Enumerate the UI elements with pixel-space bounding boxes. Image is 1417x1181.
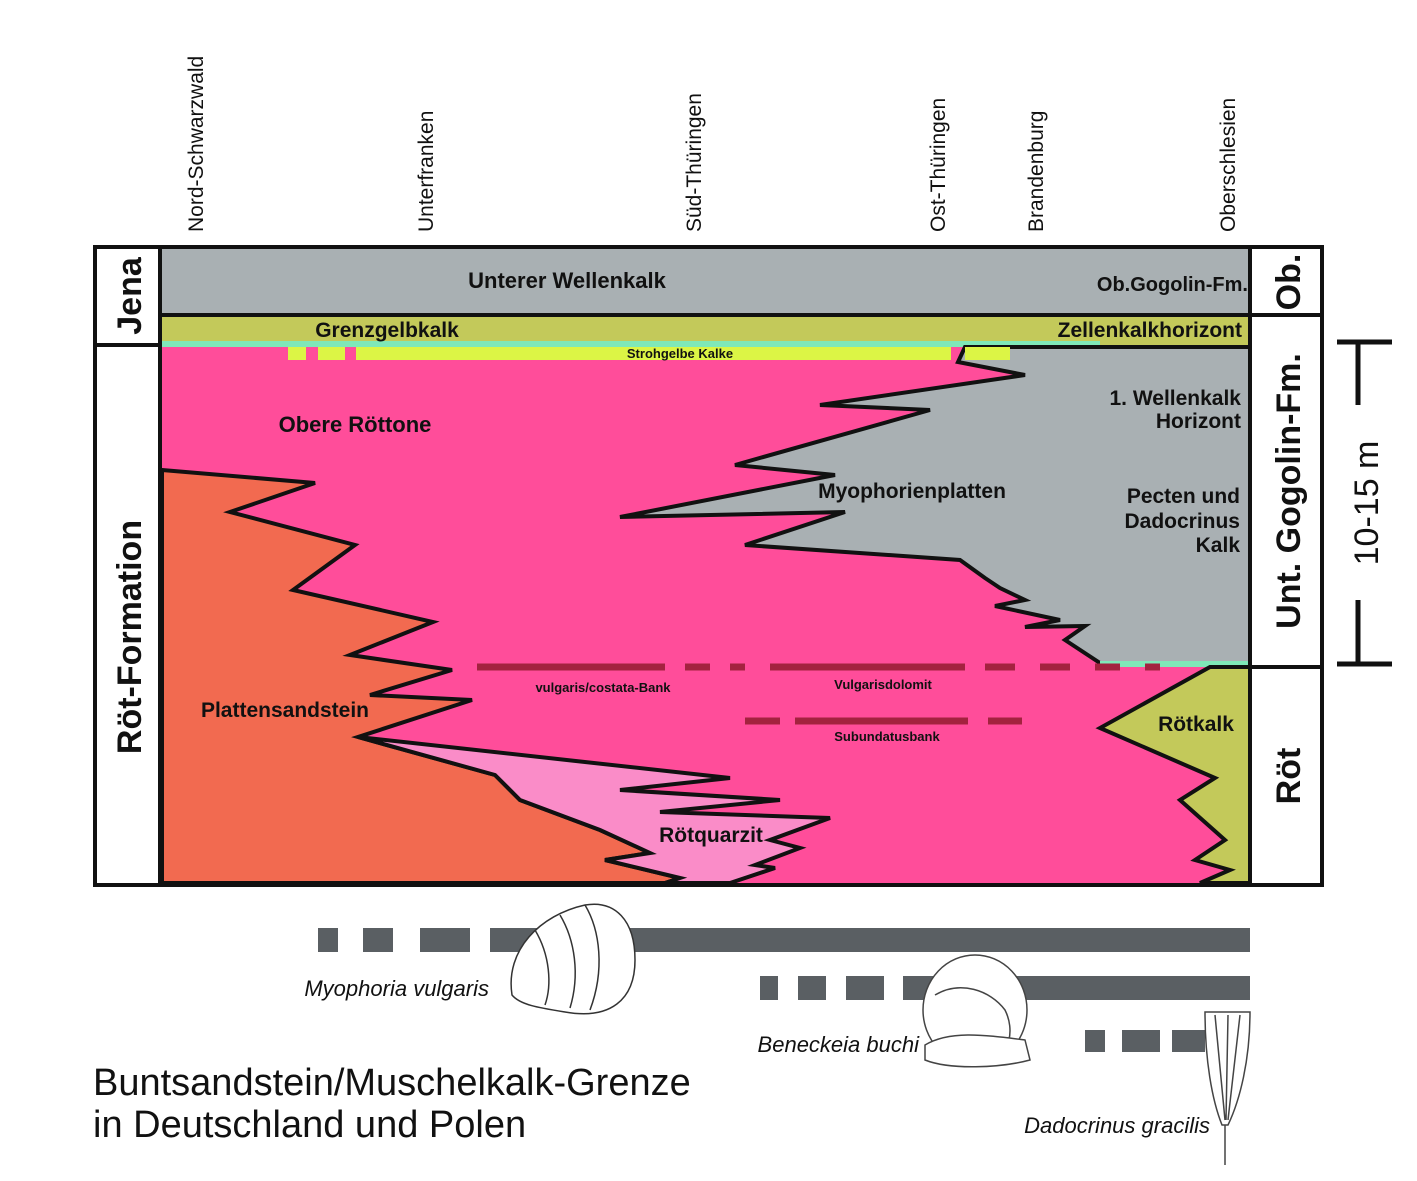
myophoria-shell-icon [510, 903, 636, 1015]
scale-bar: 10-15 m [1337, 339, 1392, 667]
layer-wellenkalk [160, 249, 1250, 315]
label-pecten: Pecten und [1127, 485, 1240, 508]
unit-ob: Ob. [1270, 254, 1308, 311]
strohgelbe-kalke-bars [288, 347, 1010, 360]
column-label: Süd-Thüringen [683, 93, 706, 232]
label-dadocrinus: Dadocrinus [1124, 510, 1240, 533]
fossil-label-dadocrinus: Dadocrinus gracilis [1024, 1113, 1210, 1138]
label-kalk: Kalk [1196, 534, 1241, 557]
label-roettone: Obere Röttone [279, 412, 432, 437]
column-label: Oberschlesien [1217, 98, 1240, 232]
figure-title: Buntsandstein/Muschelkalk-Grenze in Deut… [93, 1062, 691, 1146]
beneckeia-ammonite-icon [922, 954, 1031, 1068]
layer-roetquarzit [357, 735, 831, 885]
label-strohgelbe: Strohgelbe Kalke [627, 346, 733, 361]
label-subundatusbank: Subundatusbank [834, 729, 940, 744]
unit-roet: Röt [1270, 748, 1308, 805]
label-roetkalk: Rötkalk [1158, 713, 1234, 736]
layer-labels: Unterer Wellenkalk Ob.Gogolin-Fm. Grenzg… [201, 268, 1248, 847]
layer-wellenkalk-gogolin [619, 345, 1252, 665]
title-line-2: in Deutschland und Polen [93, 1104, 527, 1146]
unit-roet-formation: Röt-Formation [111, 520, 149, 754]
label-gogolin: Ob.Gogolin-Fm. [1097, 274, 1248, 296]
column-label: Unterfranken [415, 111, 438, 232]
column-label: Ost-Thüringen [927, 98, 950, 232]
label-vulgaris-bank: vulgaris/costata-Bank [535, 680, 671, 695]
scale-label: 10-15 m [1348, 441, 1386, 566]
label-wellenkalk1-horizont: Horizont [1156, 410, 1241, 433]
cyan-band-bottom [1100, 661, 1250, 667]
layer-grenzgelbkalk [160, 315, 1250, 341]
column-label: Nord-Schwarzwald [185, 56, 208, 232]
unit-gogolin: Unt. Gogolin-Fm. [1270, 353, 1308, 629]
fossil-label-myophoria: Myophoria vulgaris [304, 976, 489, 1001]
fossil-label-beneckeia: Beneckeia buchi [758, 1032, 921, 1057]
dashed-marker-beds [477, 663, 1160, 725]
column-label: Brandenburg [1025, 111, 1048, 232]
frame [93, 245, 1324, 887]
label-wellenkalk1: 1. Wellenkalk [1109, 387, 1241, 410]
label-myophorienplatten: Myophorienplatten [818, 480, 1006, 503]
label-wellenkalk: Unterer Wellenkalk [468, 268, 666, 293]
label-grenzgelbkalk: Grenzgelbkalk [315, 319, 459, 342]
cyan-band-top [160, 341, 1100, 347]
unit-jena: Jena [111, 256, 149, 335]
title-line-1: Buntsandstein/Muschelkalk-Grenze [93, 1062, 691, 1104]
unit-labels: Jena Röt-Formation Ob. Unt. Gogolin-Fm. … [111, 254, 1308, 805]
column-labels: Nord-Schwarzwald Unterfranken Süd-Thürin… [185, 56, 1240, 232]
label-zellenkalk: Zellenkalkhorizont [1058, 319, 1242, 342]
label-vulgarisdolomit: Vulgarisdolomit [834, 677, 932, 692]
label-roetquarzit: Rötquarzit [659, 824, 763, 847]
label-plattensandstein: Plattensandstein [201, 699, 369, 722]
dadocrinus-crinoid-icon [1204, 1011, 1251, 1165]
